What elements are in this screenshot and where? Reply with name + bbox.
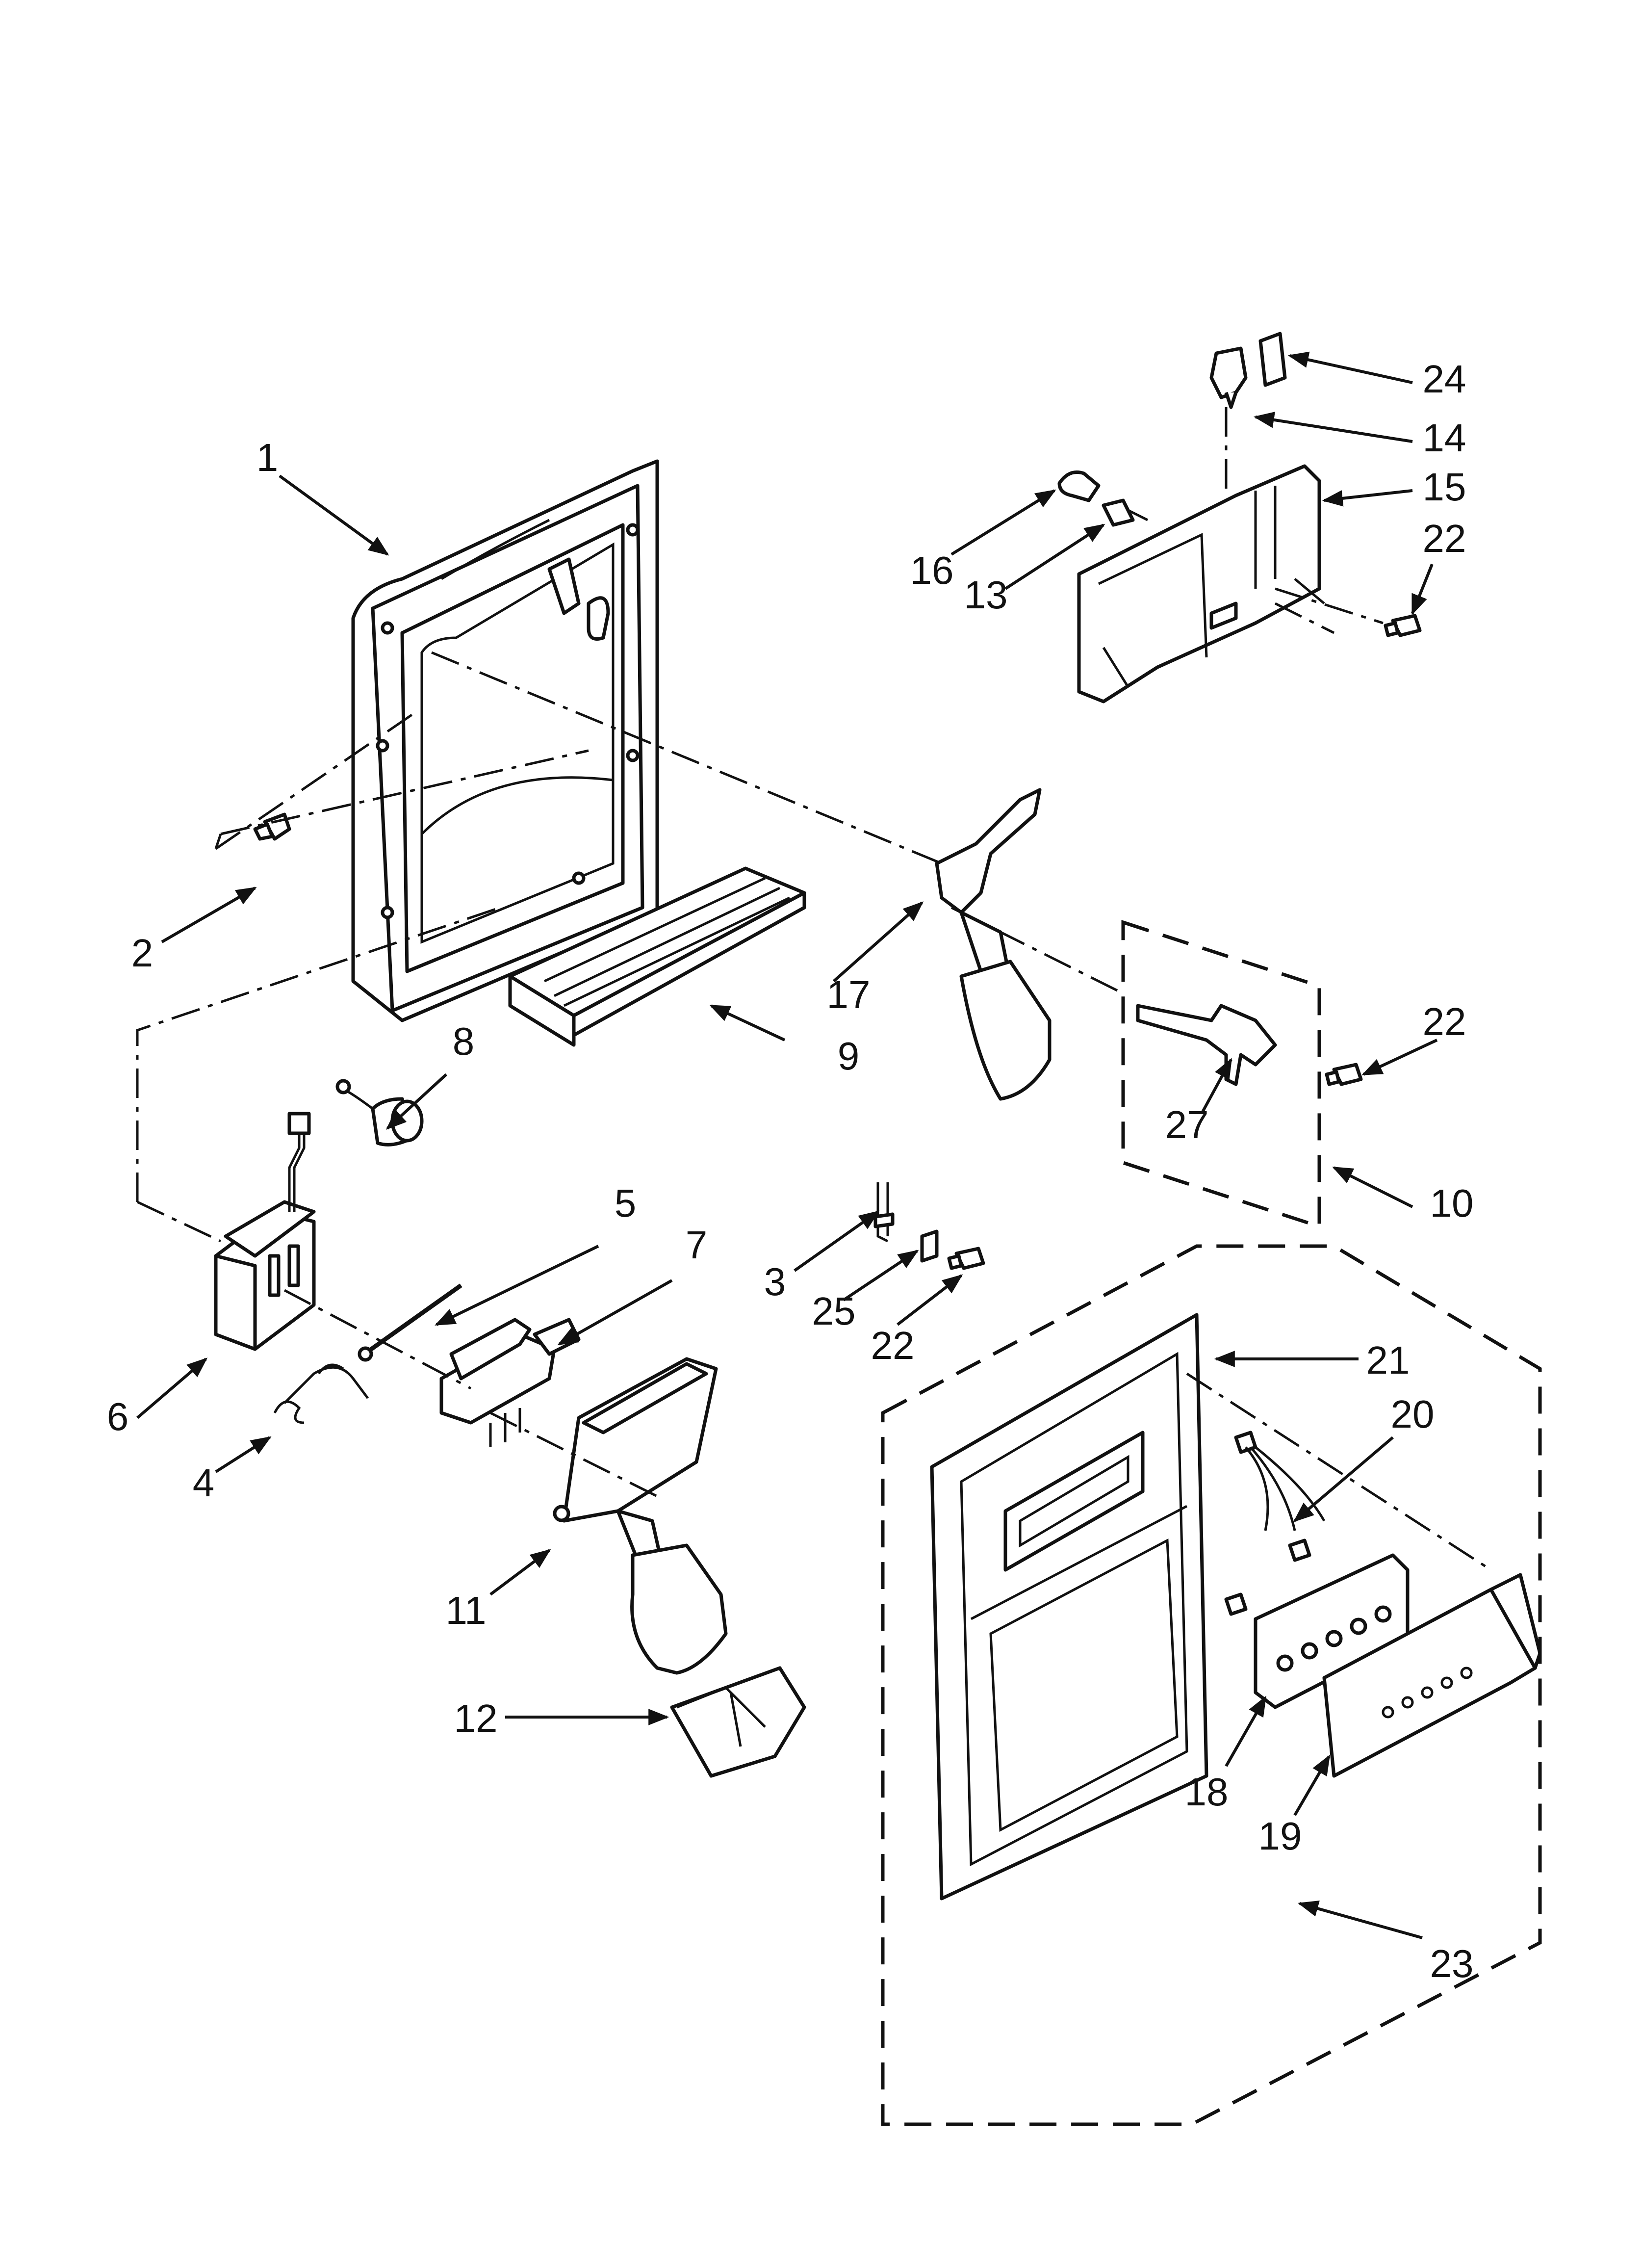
callout-13: 13 [964, 573, 1008, 617]
upper-bracket-part [1077, 464, 1325, 704]
callout-12: 12 [454, 1696, 498, 1740]
callout-1: 1 [257, 436, 279, 479]
callout-15: 15 [1423, 465, 1466, 509]
callout-22-upper: 22 [1423, 517, 1466, 560]
control-board-part [1254, 1553, 1410, 1709]
callout-22-middle: 22 [1423, 1000, 1466, 1043]
screw-part-22a [947, 1247, 985, 1270]
leader-arrows [136, 351, 1438, 1939]
housing-frame-part [351, 459, 659, 1022]
callout-2: 2 [131, 931, 154, 975]
switch-part-14 [1209, 346, 1248, 409]
callout-4: 4 [193, 1461, 215, 1505]
callout-25: 25 [812, 1289, 856, 1333]
wire-harness-part [1224, 1431, 1326, 1616]
callout-3: 3 [764, 1260, 786, 1303]
plate-part-25 [920, 1229, 939, 1263]
clip-part-3 [873, 1182, 895, 1243]
explode-lines [136, 407, 1492, 1571]
ice-paddle-part [553, 1357, 728, 1675]
assembly-box-10 [1121, 920, 1321, 1229]
callout-9: 9 [838, 1034, 860, 1078]
callout-24: 24 [1423, 357, 1466, 401]
spring-part [273, 1363, 369, 1424]
control-overlay-part [1322, 1573, 1542, 1778]
socket-part [1102, 498, 1149, 527]
bulb-part [1057, 470, 1101, 502]
callout-18: 18 [1185, 1770, 1229, 1814]
callout-labels: 1 2 3 4 5 6 7 8 9 10 11 12 13 14 15 16 1… [107, 357, 1474, 1985]
callout-10: 10 [1430, 1181, 1474, 1225]
callout-11: 11 [445, 1589, 486, 1632]
callout-5: 5 [615, 1181, 637, 1225]
callout-19: 19 [1258, 1814, 1302, 1858]
callout-7: 7 [686, 1223, 708, 1267]
solenoid-part [335, 1079, 424, 1147]
actuator-bracket-part [439, 1318, 581, 1447]
callout-16: 16 [910, 548, 954, 592]
callout-27: 27 [1165, 1103, 1209, 1147]
screw-part-22b [1325, 1063, 1363, 1086]
water-paddle-part [935, 788, 1052, 1101]
callout-23: 23 [1430, 1942, 1474, 1985]
callout-14: 14 [1423, 416, 1466, 460]
callout-8: 8 [453, 1019, 475, 1063]
assembly-box-23 [881, 1244, 1542, 2126]
callout-17: 17 [827, 973, 871, 1017]
drip-tray-part [508, 866, 806, 1047]
callout-20: 20 [1391, 1392, 1435, 1436]
callout-22-lower: 22 [871, 1324, 915, 1367]
lever-assembly-part [1136, 1004, 1277, 1086]
insulator-part-24 [1258, 332, 1287, 387]
switch-module-part [214, 1112, 316, 1351]
pin-part [358, 1283, 462, 1362]
callout-6: 6 [107, 1395, 129, 1438]
front-panel-part [930, 1313, 1208, 1901]
callout-21: 21 [1366, 1338, 1410, 1382]
ice-chute-part [670, 1666, 806, 1778]
screw-part-22c [1384, 614, 1422, 637]
